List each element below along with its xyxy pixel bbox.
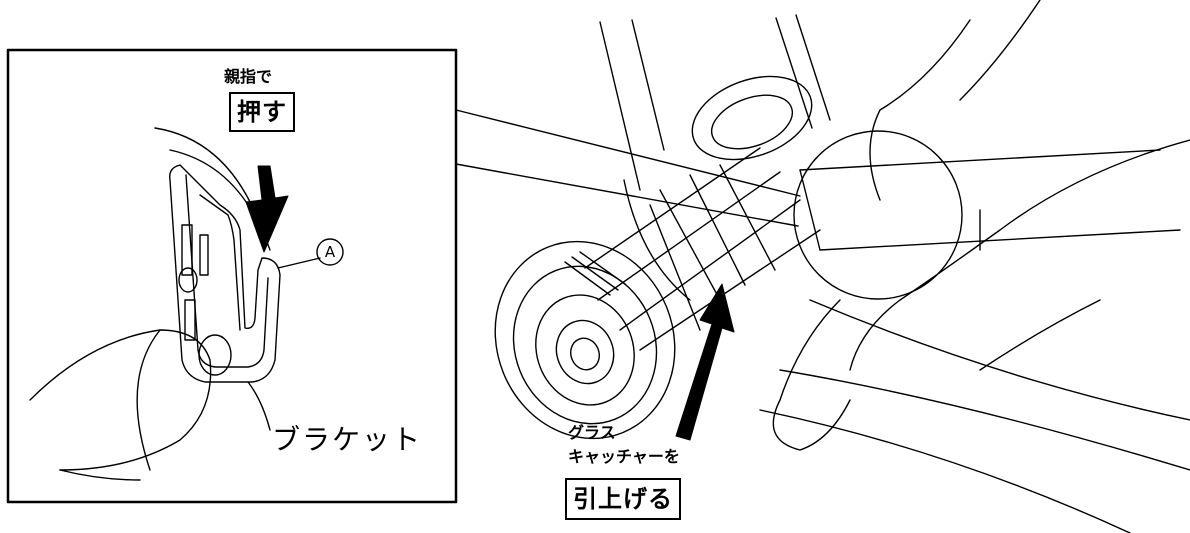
inset-action-box: 押す <box>229 92 295 132</box>
press-down-arrow <box>245 165 289 253</box>
mower-illustration <box>494 0 1190 533</box>
marker-a-label: A <box>324 243 336 261</box>
bracket-label: ブラケット <box>272 423 423 456</box>
zoom-circle <box>793 130 963 300</box>
inset-top-caption: 親指で <box>224 67 273 86</box>
pull-up-arrow <box>675 283 735 441</box>
main-action-box: 引上げる <box>565 478 681 520</box>
marker-circle <box>316 238 344 266</box>
main-caption-line1: グラス <box>568 423 616 442</box>
near-wheel <box>494 240 676 440</box>
main-caption-line2: キャッチャーを <box>568 447 680 466</box>
callout-lines <box>455 109 801 227</box>
